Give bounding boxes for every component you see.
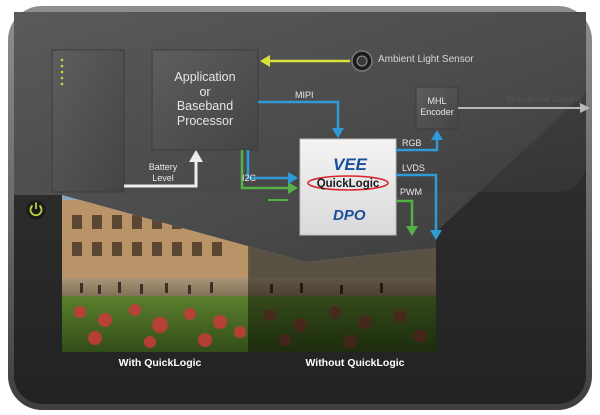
rgb-signal-line	[396, 138, 439, 152]
processor-label: Application or Baseband Processor	[152, 70, 258, 128]
rgb-arrowhead	[431, 130, 443, 140]
vee-logo: VEE	[333, 155, 368, 174]
chip-brand: QuickLogic	[317, 178, 380, 190]
pwm-label: PWM	[400, 187, 422, 197]
processor-label-line-3: Baseband	[176, 99, 234, 113]
power-icon	[29, 204, 43, 217]
lvds-arrowhead	[430, 230, 442, 240]
mhl-encoder-box	[415, 86, 459, 130]
encoder-label-line-1: MHL	[427, 96, 447, 106]
rgb-label: RGB	[402, 138, 422, 148]
battery-arrowhead	[189, 150, 203, 162]
external-display-label: To External Display	[505, 94, 583, 104]
brand-swoosh	[307, 175, 389, 191]
external-arrowhead	[580, 103, 590, 113]
mipi-signal-line	[258, 100, 340, 130]
caption-without: Without QuickLogic	[305, 357, 405, 369]
mipi-label: MIPI	[295, 90, 314, 100]
power-button[interactable]	[25, 199, 47, 221]
processor-label-line-2: or	[199, 84, 211, 99]
processor-label-line-1: Application	[174, 70, 236, 84]
processor-label-line-4: Processor	[176, 113, 234, 128]
i2c-return-arrowhead	[288, 172, 298, 184]
processor-box	[151, 49, 259, 151]
i2c-return-line	[246, 150, 290, 180]
i2c-signal-line	[240, 150, 290, 190]
encoder-label-line-2: Encoder	[420, 107, 454, 117]
battery-label: Battery Level	[138, 162, 188, 184]
battery-signal-line	[124, 160, 198, 188]
caption-with: With QuickLogic	[118, 357, 202, 369]
battery-label-line-2: Level	[152, 173, 174, 183]
dpo-logo: DPO	[333, 207, 366, 224]
pwm-arrowhead	[406, 226, 418, 236]
pwm-signal-line	[396, 199, 414, 228]
mipi-arrowhead	[332, 128, 344, 138]
led-indicator-icon	[60, 58, 64, 86]
lvds-label: LVDS	[402, 163, 425, 173]
display-panel-box	[51, 49, 125, 193]
i2c-arrowhead	[288, 182, 298, 194]
lvds-signal-line	[396, 173, 438, 232]
encoder-label: MHL Encoder	[416, 96, 458, 118]
i2c-label: I2C	[242, 173, 257, 183]
sensor-arrowhead	[260, 55, 270, 67]
battery-label-line-1: Battery	[148, 162, 178, 172]
sensor-label: Ambient Light Sensor	[378, 54, 474, 65]
